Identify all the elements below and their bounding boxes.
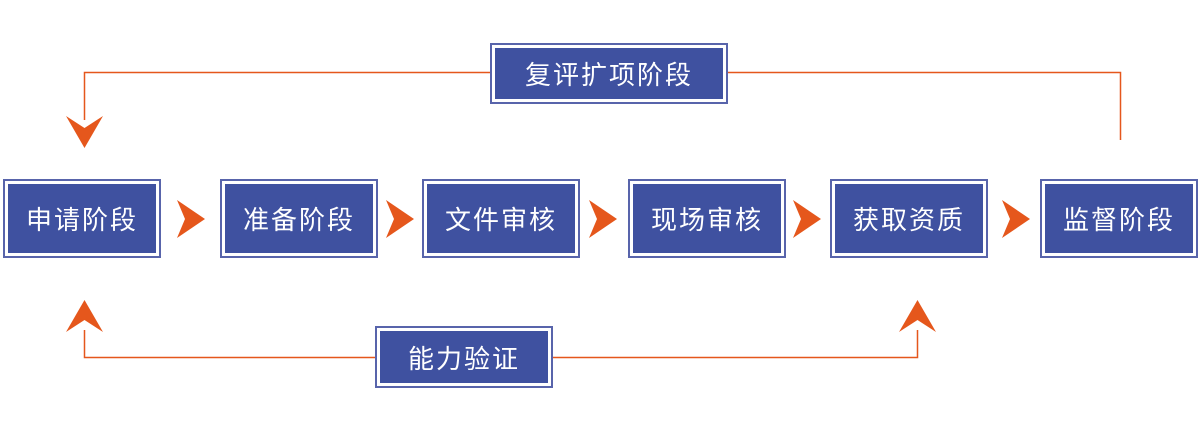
flow-chevron-right-icon <box>589 200 617 238</box>
stage-box-supervision: 监督阶段 <box>1040 179 1198 258</box>
stage-box-reassessment-expansion: 复评扩项阶段 <box>490 43 728 104</box>
stage-label: 文件审核 <box>444 205 557 235</box>
flow-chevron-right-icon <box>793 200 821 238</box>
flow-chevron-right-icon <box>1002 200 1030 238</box>
arrow-down-icon <box>66 116 103 148</box>
stage-label: 申请阶段 <box>25 205 138 235</box>
stage-label: 获取资质 <box>852 205 965 235</box>
arrow-up-icon <box>66 300 103 332</box>
top-loop-line-right <box>728 71 1122 140</box>
stage-label: 准备阶段 <box>242 205 355 235</box>
stage-box-obtain-qualification: 获取资质 <box>830 179 988 258</box>
flow-chevron-right-icon <box>386 200 414 238</box>
stage-box-preparation: 准备阶段 <box>220 179 378 258</box>
stage-label: 现场审核 <box>650 205 763 235</box>
flow-chevron-right-icon <box>177 200 205 238</box>
bottom-loop-line-right <box>553 330 919 359</box>
stage-box-onsite-audit: 现场审核 <box>628 179 786 258</box>
stage-label: 能力验证 <box>407 343 520 374</box>
bottom-loop-line-left <box>83 330 375 359</box>
stage-label: 监督阶段 <box>1062 205 1175 235</box>
top-loop-line-left <box>83 71 490 120</box>
stage-box-application: 申请阶段 <box>3 179 161 258</box>
stage-box-document-review: 文件审核 <box>422 179 580 258</box>
arrow-up-icon <box>899 300 936 332</box>
stage-box-proficiency-testing: 能力验证 <box>375 326 553 388</box>
stage-label: 复评扩项阶段 <box>524 60 693 90</box>
